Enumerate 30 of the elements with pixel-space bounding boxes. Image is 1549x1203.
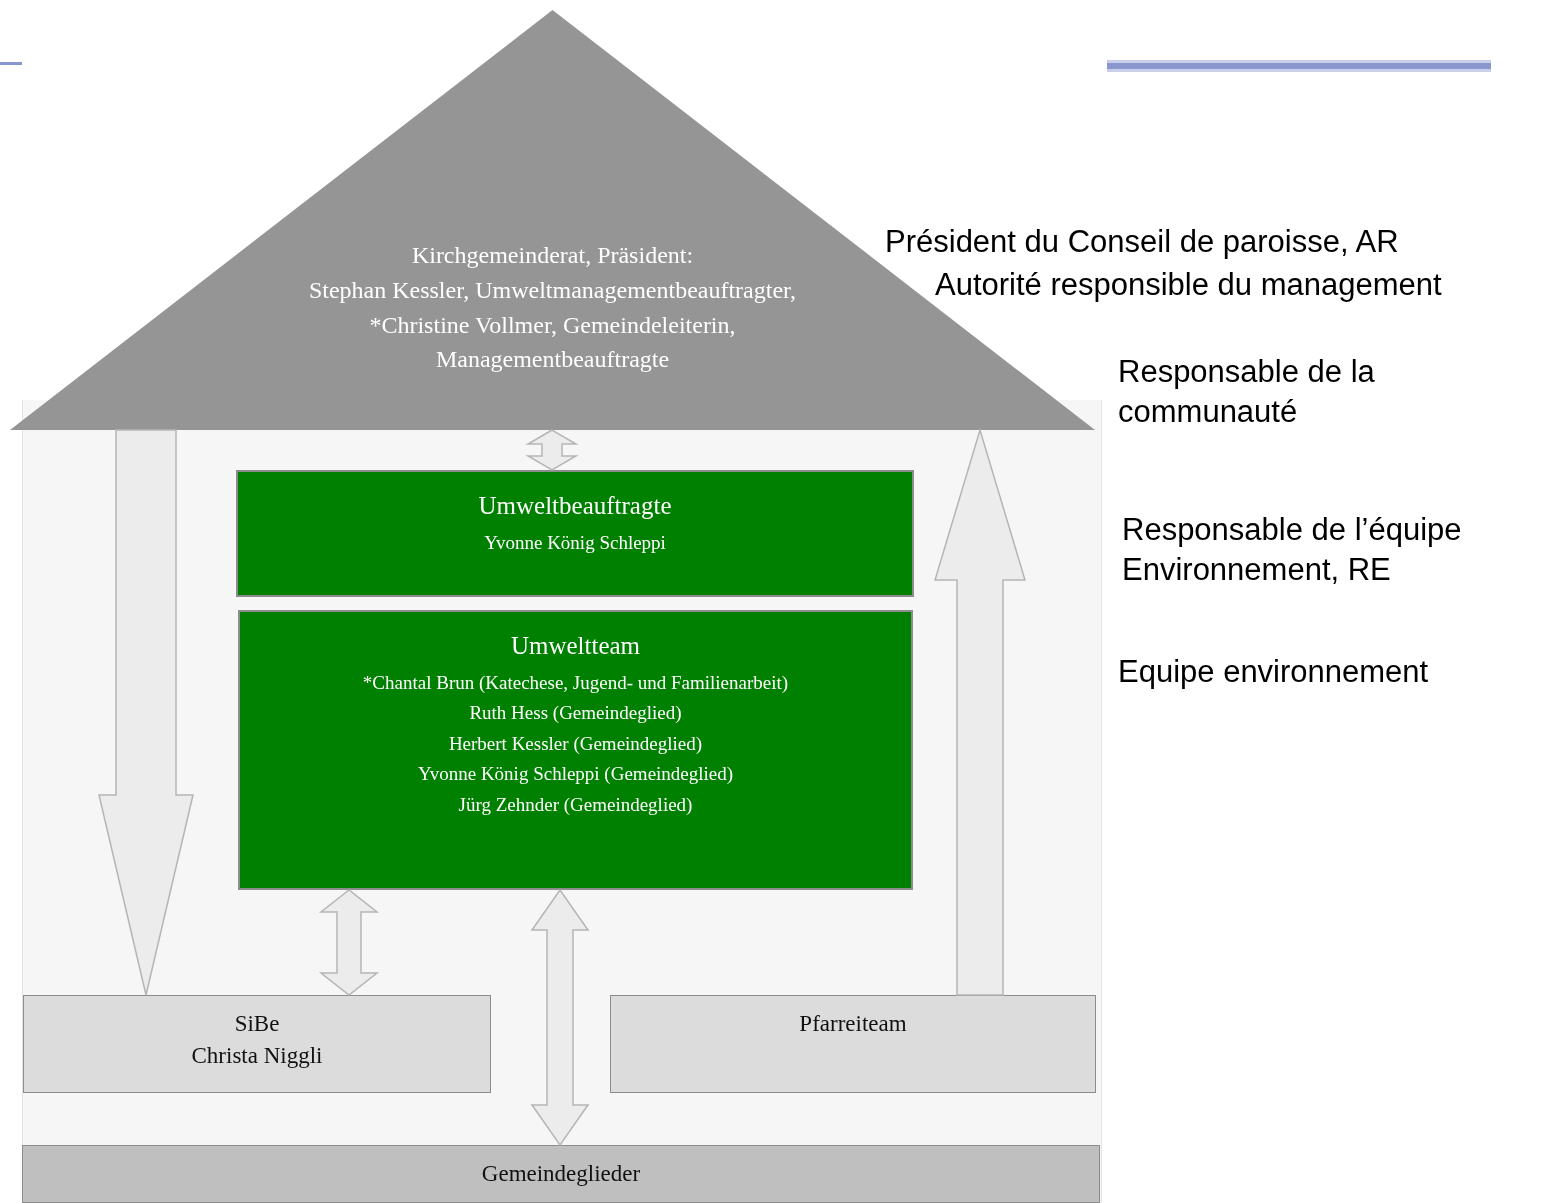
member-name: Yvonne König Schleppi (484, 531, 666, 555)
member-name: Christa Niggli (191, 1042, 323, 1071)
member-name: *Chantal Brun (Katechese, Jugend- und Familienarbeit) (362, 671, 789, 695)
role-caption: Equipe environnement (1118, 653, 1430, 691)
role-caption: Président du Conseil de paroisse, AR (885, 223, 1400, 261)
box-heading: Pfarreiteam (799, 1010, 907, 1038)
group-bar (22, 1145, 1100, 1203)
block-arrow (934, 429, 1026, 996)
role-caption: Autorité responsible du management (935, 266, 1443, 304)
team-box (238, 610, 913, 890)
roof-text: *Christine Vollmer, Gemeindeleiterin, Managementbeauftragte (368, 310, 737, 375)
box-heading: Umweltbeauftragte (478, 491, 672, 521)
block-arrow (530, 888, 590, 1146)
roof-text: Stephan Kessler, Umweltmanagementbeauftragter, (308, 275, 797, 305)
box-heading: Umweltteam (510, 631, 641, 661)
block-arrow (318, 889, 380, 996)
role-box (236, 470, 914, 597)
role-box (23, 995, 491, 1093)
team-box (610, 995, 1096, 1093)
role-caption: Responsable de la communauté (1118, 353, 1376, 432)
member-name: Herbert Kessler (Gemeindeglied) (448, 731, 703, 756)
box-heading: Gemeindeglieder (481, 1160, 641, 1188)
member-name: Jürg Zehnder (Gemeindeglied) (458, 792, 693, 817)
member-name: Yvonne König Schleppi (Gemeindeglied) (417, 762, 734, 787)
member-name: Ruth Hess (Gemeindeglied) (469, 701, 682, 726)
box-heading: SiBe (234, 1010, 280, 1038)
roof-text: Kirchgemeinderat, Präsident: (411, 241, 694, 270)
block-arrow (525, 429, 579, 471)
block-arrow (98, 429, 194, 996)
role-caption: Responsable de l’équipe Environnement, RE (1122, 511, 1463, 590)
